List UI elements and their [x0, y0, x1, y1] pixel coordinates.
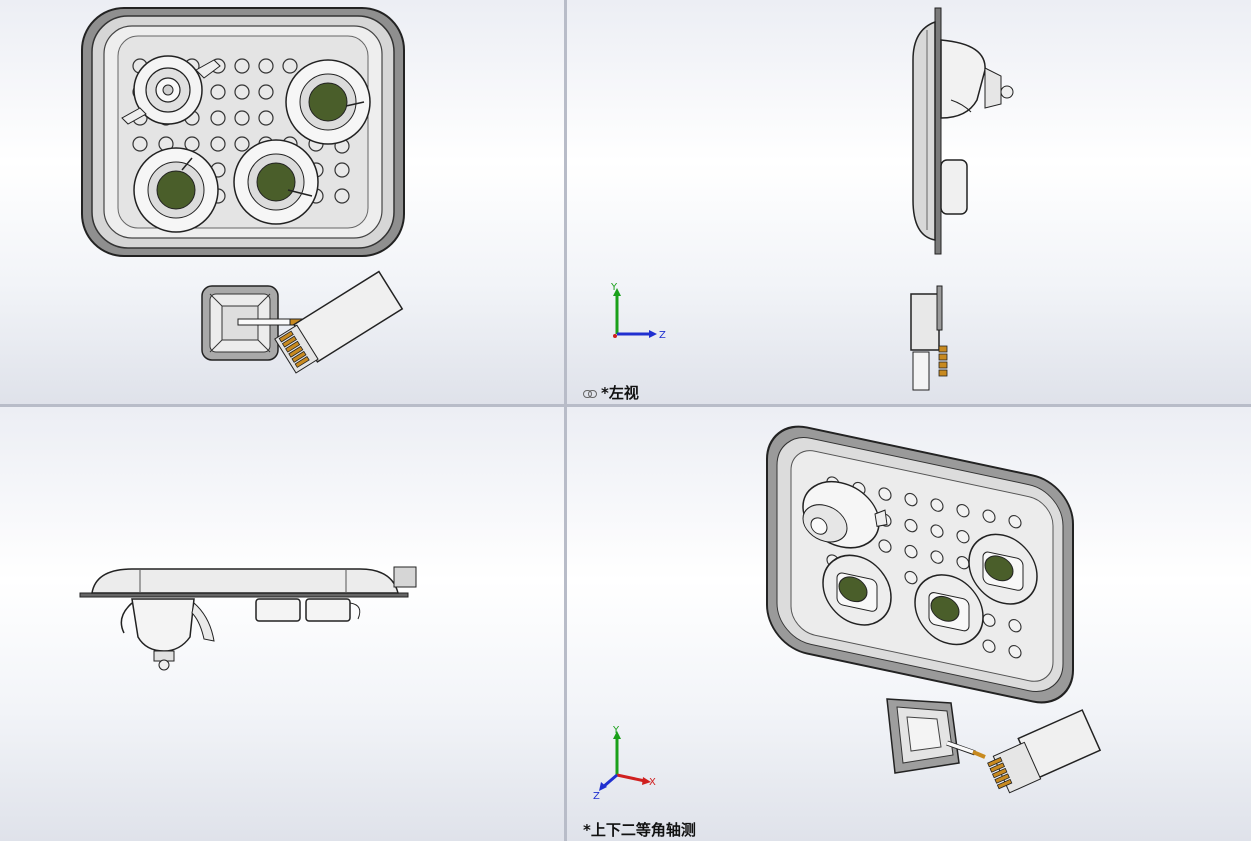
cup-right — [285, 59, 371, 145]
viewport-front[interactable] — [0, 0, 564, 404]
ashtray — [201, 285, 307, 361]
cup-center — [233, 139, 319, 225]
cigarette-pack — [274, 270, 404, 374]
isometric-view-scene — [766, 425, 1102, 794]
triad-z-label: Z — [659, 330, 666, 341]
view-label-left-text: *左视 — [601, 384, 639, 402]
iso-cigarette-pack — [987, 709, 1102, 794]
top-view-scene — [79, 566, 417, 671]
cup-left — [133, 147, 219, 233]
front-view-scene — [81, 7, 405, 374]
viewport-isometric[interactable]: Y X Z *上下二等角轴测 — [567, 407, 1251, 841]
teapot — [121, 55, 221, 125]
viewport-top[interactable] — [0, 407, 564, 841]
view-label-isometric: *上下二等角轴测 — [583, 821, 696, 839]
link-icon — [583, 389, 597, 398]
coordinate-triad-icon: Y Z — [610, 282, 666, 341]
view-label-left: *左视 — [583, 382, 639, 403]
iso-ashtray — [886, 698, 986, 774]
triad-y-label: Y — [612, 725, 620, 736]
viewport-left[interactable]: Y Z *左视 — [567, 0, 1251, 404]
left-view-scene — [910, 7, 1014, 391]
coordinate-triad-icon: Y X Z — [593, 725, 656, 802]
triad-x-label: X — [649, 777, 656, 788]
triad-z-label: Z — [593, 791, 600, 802]
triad-y-label: Y — [610, 282, 618, 293]
